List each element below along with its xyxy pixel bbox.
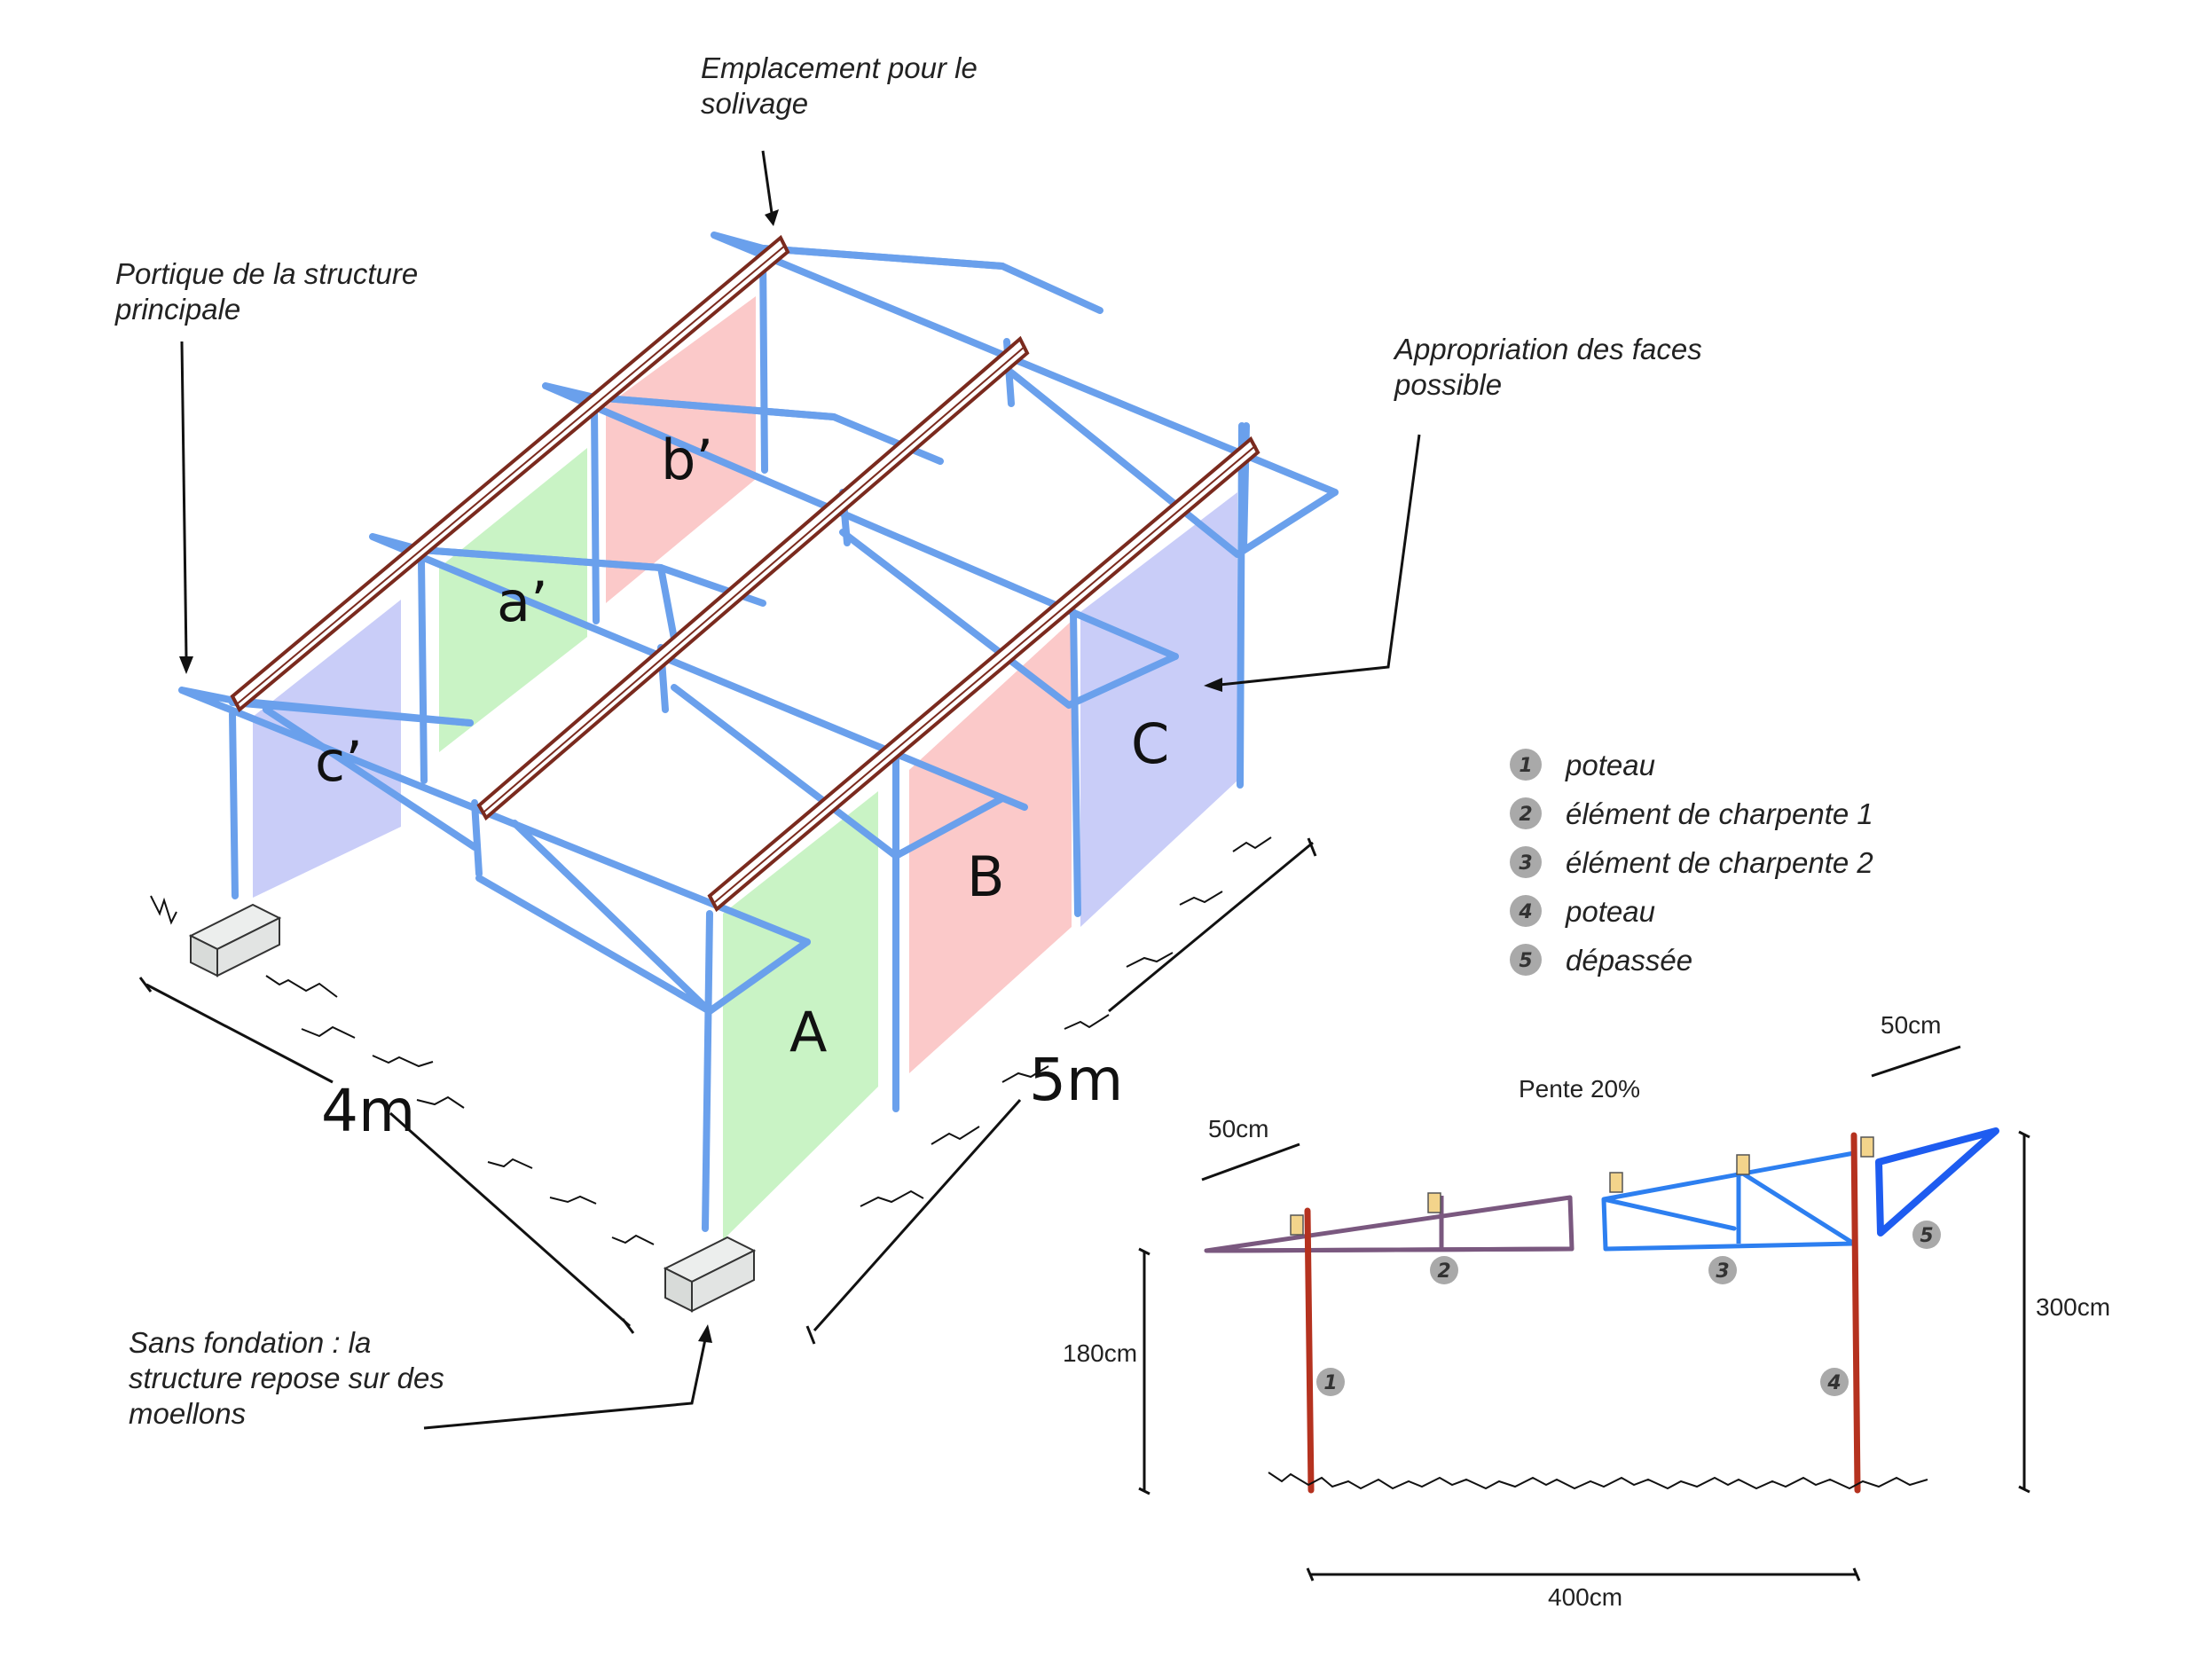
svg-text:1: 1 xyxy=(1519,755,1532,777)
svg-text:moellons: moellons xyxy=(129,1397,246,1430)
face-label-b-upper: b’ xyxy=(661,428,713,492)
dim-50cm-top: 50cm xyxy=(1871,1011,1961,1078)
svg-text:poteau: poteau xyxy=(1565,895,1655,928)
elevation-grass xyxy=(1268,1472,1928,1490)
face-label-B: B xyxy=(967,844,1005,909)
svg-text:Sans fondation : la: Sans fondation : la xyxy=(129,1326,371,1359)
svg-text:5: 5 xyxy=(1519,950,1532,972)
elevation-view: 1 2 3 4 5 50cm 50cm Pente 20% xyxy=(1063,1011,2110,1611)
face-label-a-upper: a’ xyxy=(497,569,548,634)
legend-item-2: 2 élément de charpente 1 xyxy=(1510,797,1873,830)
elevation-badge-2: 2 xyxy=(1430,1256,1458,1284)
frame-element-2 xyxy=(1601,1150,1857,1252)
svg-text:2: 2 xyxy=(1519,804,1532,826)
svg-text:structure repose sur des: structure repose sur des xyxy=(129,1362,444,1394)
svg-text:poteau: poteau xyxy=(1565,749,1655,781)
frame-element-1 xyxy=(1204,1192,1575,1253)
dim-300cm: 300cm xyxy=(2018,1130,2110,1494)
dimension-5m-label: 5m xyxy=(1029,1046,1123,1114)
face-b-fill xyxy=(909,621,1072,1073)
stone-block-left xyxy=(188,903,282,977)
elevation-badge-4: 4 xyxy=(1820,1368,1849,1396)
svg-text:180cm: 180cm xyxy=(1063,1339,1137,1367)
elevation-badge-5: 5 xyxy=(1912,1221,1941,1249)
svg-text:élément de charpente 1: élément de charpente 1 xyxy=(1566,797,1873,830)
elevation-badge-1: 1 xyxy=(1316,1368,1345,1396)
annotation-foundation: Sans fondation : la structure repose sur… xyxy=(129,1324,712,1430)
svg-text:dépassée: dépassée xyxy=(1566,944,1692,977)
svg-text:élément de charpente 2: élément de charpente 2 xyxy=(1566,846,1873,879)
face-label-A: A xyxy=(789,1000,827,1064)
svg-text:50cm: 50cm xyxy=(1208,1115,1268,1142)
legend-item-3: 3 élément de charpente 2 xyxy=(1510,846,1873,879)
legend-item-5: 5 dépassée xyxy=(1510,944,1692,977)
dimension-4m: 4m xyxy=(138,977,635,1334)
svg-text:1: 1 xyxy=(1323,1372,1337,1394)
post-4 xyxy=(1850,1132,1861,1494)
annotation-faces: Appropriation des faces possible xyxy=(1204,333,1702,692)
legend-item-4: 4 poteau xyxy=(1510,895,1655,928)
svg-text:principale: principale xyxy=(114,293,240,326)
elevation-badge-3: 3 xyxy=(1708,1256,1737,1284)
stone-block-right xyxy=(663,1236,757,1313)
face-a-fill xyxy=(723,791,878,1240)
svg-text:Appropriation des faces: Appropriation des faces xyxy=(1393,333,1702,365)
dim-180cm: 180cm xyxy=(1063,1247,1150,1496)
face-label-C: C xyxy=(1131,711,1169,776)
svg-text:4: 4 xyxy=(1518,901,1532,923)
joist-beams xyxy=(230,234,1260,913)
face-c-fill xyxy=(1080,492,1237,927)
svg-text:50cm: 50cm xyxy=(1881,1011,1941,1039)
svg-text:300cm: 300cm xyxy=(2036,1293,2110,1321)
svg-text:4: 4 xyxy=(1826,1372,1841,1394)
face-a-upper-fill xyxy=(439,448,587,752)
svg-text:3: 3 xyxy=(1716,1260,1729,1283)
grass-sketch xyxy=(150,836,1272,1245)
dimension-5m: 5m xyxy=(805,837,1317,1345)
svg-text:3: 3 xyxy=(1519,852,1532,875)
dim-50cm-left: 50cm xyxy=(1201,1115,1300,1181)
svg-text:Emplacement pour le: Emplacement pour le xyxy=(701,51,978,84)
dim-400cm: 400cm xyxy=(1306,1567,1861,1611)
svg-text:possible: possible xyxy=(1394,368,1502,401)
svg-text:2: 2 xyxy=(1437,1260,1450,1283)
axonometric-view: 4m 5m c’ a’ b’ A B C Emplacement pour le… xyxy=(114,51,1702,1430)
annotation-portal: Portique de la structure principale xyxy=(114,257,418,674)
svg-text:Portique de la structure: Portique de la structure xyxy=(115,257,418,290)
legend-item-1: 1 poteau xyxy=(1510,749,1655,781)
face-label-c-upper: c’ xyxy=(315,729,363,794)
svg-text:5: 5 xyxy=(1920,1225,1933,1247)
post-1 xyxy=(1304,1207,1315,1494)
dimension-4m-label: 4m xyxy=(321,1077,415,1145)
stone-blocks xyxy=(188,903,757,1313)
svg-text:400cm: 400cm xyxy=(1548,1583,1622,1611)
annotation-joist: Emplacement pour le solivage xyxy=(701,51,978,226)
svg-text:solivage: solivage xyxy=(701,87,808,120)
face-b-upper-fill xyxy=(606,296,756,603)
legend: 1 poteau 2 élément de charpente 1 3 élém… xyxy=(1510,749,1873,977)
overhang-element xyxy=(1860,1127,1999,1236)
slope-label: Pente 20% xyxy=(1519,1075,1640,1103)
